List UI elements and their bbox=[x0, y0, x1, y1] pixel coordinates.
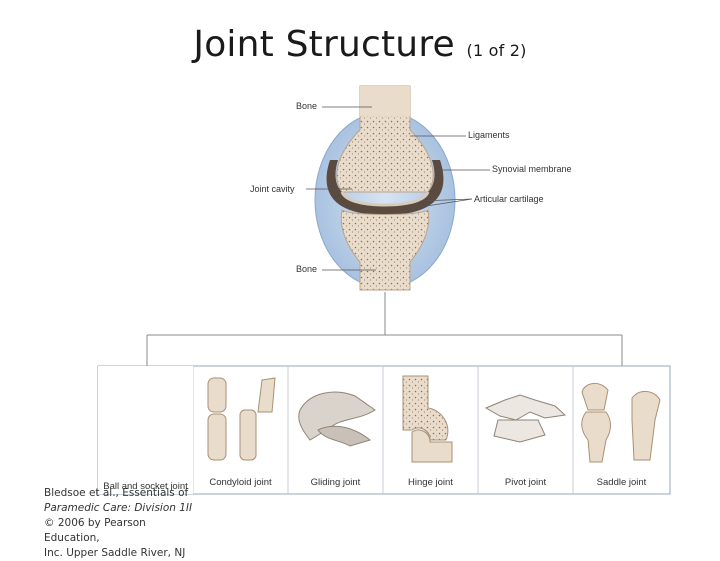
panel-label-hinge: Hinge joint bbox=[408, 477, 453, 488]
panel-label-gliding: Gliding joint bbox=[310, 477, 361, 488]
panel-label-ball-and-socket: Ball and socket joint bbox=[103, 481, 188, 492]
hinge-illustration bbox=[402, 375, 453, 463]
panel-gliding: Gliding joint bbox=[288, 366, 383, 494]
label-bone-bottom: Bone bbox=[296, 264, 318, 274]
label-ligaments: Ligaments bbox=[468, 130, 510, 140]
credit-line-3: © 2006 by Pearson Education, bbox=[44, 517, 146, 544]
gliding-illustration bbox=[298, 391, 376, 447]
panel-hinge: Hinge joint bbox=[383, 366, 478, 494]
panel-dividers bbox=[192, 366, 574, 494]
label-articular-cartilage: Articular cartilage bbox=[474, 194, 544, 204]
pivot-illustration bbox=[484, 394, 567, 443]
slide-title: Joint Structure (1 of 2) bbox=[0, 24, 720, 65]
label-synovial-membrane: Synovial membrane bbox=[492, 164, 572, 174]
panel-pivot: Pivot joint bbox=[478, 366, 573, 494]
panel-label-condyloid: Condyloid joint bbox=[209, 477, 272, 488]
label-joint-cavity: Joint cavity bbox=[250, 184, 295, 194]
credit-line-4: Inc. Upper Saddle River, NJ bbox=[44, 547, 186, 559]
panel-saddle: Saddle joint bbox=[573, 366, 670, 494]
panel-ball-and-socket: Ball and socket joint bbox=[98, 366, 193, 494]
title-main: Joint Structure bbox=[193, 24, 455, 65]
panel-condyloid: Condyloid joint bbox=[193, 366, 288, 494]
joint-cavity bbox=[326, 160, 444, 215]
credit-line-2: Paramedic Care: Division 1II bbox=[44, 502, 193, 514]
saddle-illustration bbox=[581, 383, 661, 463]
panel-label-saddle: Saddle joint bbox=[596, 477, 647, 488]
title-suffix: (1 of 2) bbox=[466, 41, 527, 60]
source-credit: Bledsoe et al., Essentials of Paramedic … bbox=[44, 486, 204, 561]
label-bone-top: Bone bbox=[296, 101, 318, 111]
panel-label-pivot: Pivot joint bbox=[504, 477, 547, 488]
leader-lines bbox=[306, 106, 490, 271]
upper-bone bbox=[336, 85, 434, 193]
condyloid-illustration bbox=[207, 377, 276, 461]
credit-line-1: Bledsoe et al., Essentials of bbox=[44, 487, 189, 499]
connector-lines bbox=[146, 292, 623, 366]
